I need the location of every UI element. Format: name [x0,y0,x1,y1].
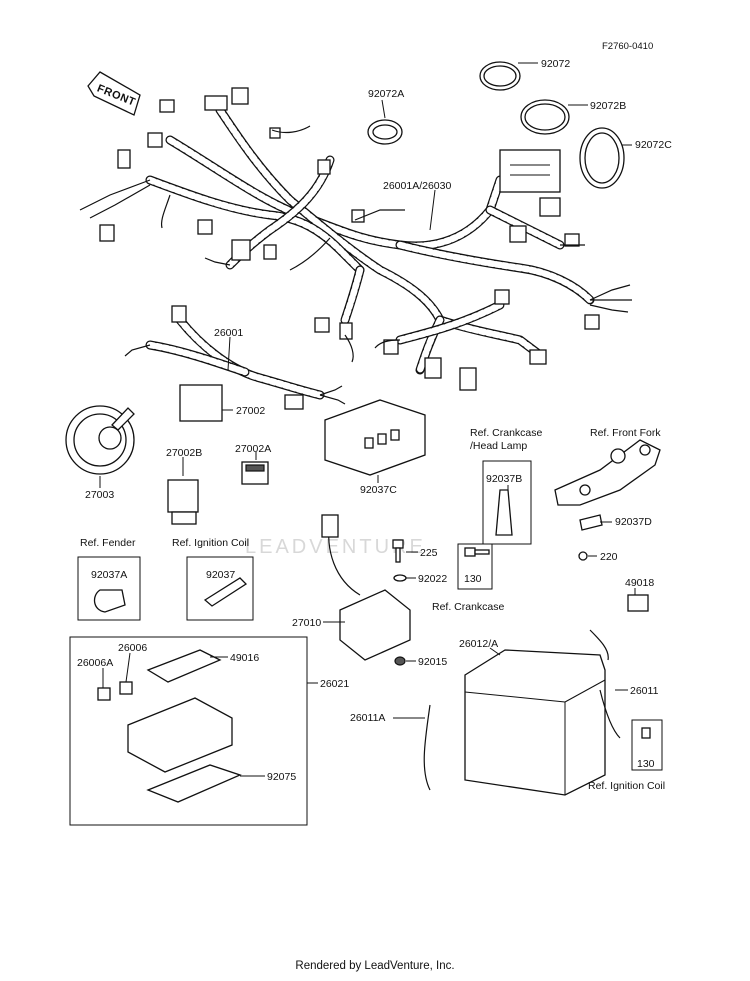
clamp-92037b-illustration [482,460,532,545]
label-92037d: 92037D [615,516,652,528]
label-220: 220 [600,551,618,563]
relay-27002b-illustration [167,479,199,525]
ref-fender: Ref. Fender [80,537,136,549]
label-27002: 27002 [236,405,265,417]
sub-harness-illustration [124,305,346,410]
cover-92037c-illustration [324,399,426,476]
label-27010: 27010 [292,617,321,629]
ref-ignition-coil-upper: Ref. Ignition Coil [172,537,249,549]
front-arrow: FRONT [87,71,141,116]
main-harness-illustration [79,87,632,391]
cable-26011-lower [599,689,621,739]
label-130-crankcase: 130 [464,573,482,585]
label-92037b: 92037B [486,473,522,485]
label-26006: 26006 [118,642,147,654]
ref-crankcase-head-lamp-line1: Ref. Crankcase [470,427,543,439]
kit-26021-parts [97,649,242,803]
label-92022: 92022 [418,573,447,585]
front-fork-bracket-illustration [554,439,661,561]
credit-footer: Rendered by LeadVenture, Inc. [295,960,455,972]
ref-crankcase: Ref. Crankcase [432,601,505,613]
label-27002a: 27002A [235,443,271,455]
label-26011: 26011 [630,685,659,697]
label-27003: 27003 [85,489,114,501]
label-26001: 26001 [214,327,243,339]
label-27002b: 27002B [166,447,202,459]
ref-ignition-coil-130-box [631,719,663,771]
ref-ignition-coil-lower: Ref. Ignition Coil [588,780,665,792]
bolt-130-illustration [457,543,493,590]
clamp-92037a-illustration [77,556,141,621]
relay-27002a-illustration [241,461,269,485]
label-26001a-26030: 26001A/26030 [383,180,451,192]
label-92072b: 92072B [590,100,626,112]
label-130-ignition-coil: 130 [637,758,655,770]
cable-26011a [423,704,431,791]
battery-illustration [464,649,606,796]
ref-front-fork: Ref. Front Fork [590,427,661,439]
figure-code: F2760-0410 [602,41,653,52]
relay-27002-illustration [179,384,223,422]
part-49018-illustration [627,594,649,612]
clamp-92037-illustration [186,556,254,621]
label-92037: 92037 [206,569,235,581]
cable-26011-upper [589,629,609,661]
label-92015: 92015 [418,656,447,668]
label-49018: 49018 [625,577,654,589]
label-92037a: 92037A [91,569,127,581]
band-92072-illustration [367,61,625,189]
washer-92022-illustration [393,574,407,582]
label-92072c: 92072C [635,139,672,151]
horn-illustration [65,405,135,475]
label-26021: 26021 [320,678,349,690]
leader-lines [99,62,636,777]
label-26006a: 26006A [77,657,113,669]
kit-26021-box [69,636,308,826]
ref-crankcase-head-lamp-line2: /Head Lamp [470,440,527,452]
label-26011a: 26011A [350,712,385,724]
label-92072: 92072 [541,58,570,70]
label-92075: 92075 [267,771,296,783]
label-26012a: 26012/A [459,638,498,650]
bolt-225-illustration [392,539,404,563]
label-225: 225 [420,547,438,559]
nut-92015-illustration [394,656,406,666]
regulator-27010-illustration [321,514,411,661]
label-92037c: 92037C [360,484,397,496]
label-49016: 49016 [230,652,259,664]
label-92072a: 92072A [368,88,404,100]
watermark: LEADVENTURE [245,536,426,558]
